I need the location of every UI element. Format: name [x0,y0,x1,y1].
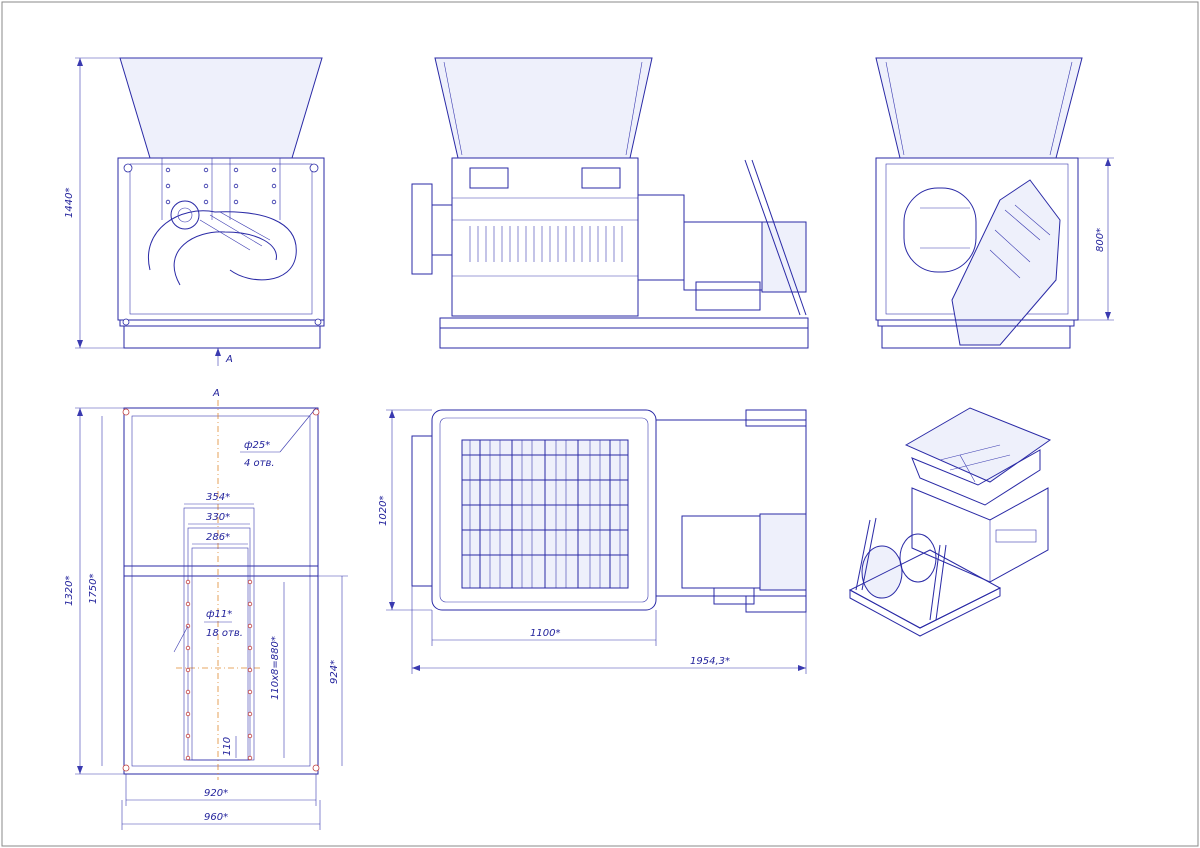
dim-1954: 1954,3* [690,656,730,667]
hole-count-4: 4 отв. [244,458,275,469]
base-plan: A ф25* 4 отв. ф11* 18 отв. 354* [64,388,348,830]
dim-1750: 1750* [88,574,99,604]
dim-354: 354* [206,492,230,503]
hole-dia-11: ф11* [206,609,232,620]
dim-800: 800* [1095,228,1106,252]
dim-1320: 1320* [64,576,75,606]
dim-330: 330* [206,512,230,523]
dim-960: 960* [204,812,228,823]
dim-1020: 1020* [378,496,389,526]
isometric-view [848,407,1052,637]
dim-924: 924* [329,660,340,684]
dim-1100: 1100* [530,628,560,639]
dim-1440: 1440* [64,188,75,218]
front-view: 1440* A [64,57,325,366]
dim-920: 920* [204,788,228,799]
section-label-a-2: A [212,388,220,399]
hole-count-18: 18 отв. [206,628,243,639]
top-view: 1020* 1100* 1954,3* [378,409,807,674]
right-view: 800* [875,57,1114,349]
dim-286: 286* [206,532,230,543]
hole-dia-25: ф25* [244,440,270,451]
side-view [411,57,809,349]
section-label-a: A [225,354,233,365]
dim-pitch-880: 110х8=880* [270,636,281,700]
dim-110: 110 [222,737,233,756]
